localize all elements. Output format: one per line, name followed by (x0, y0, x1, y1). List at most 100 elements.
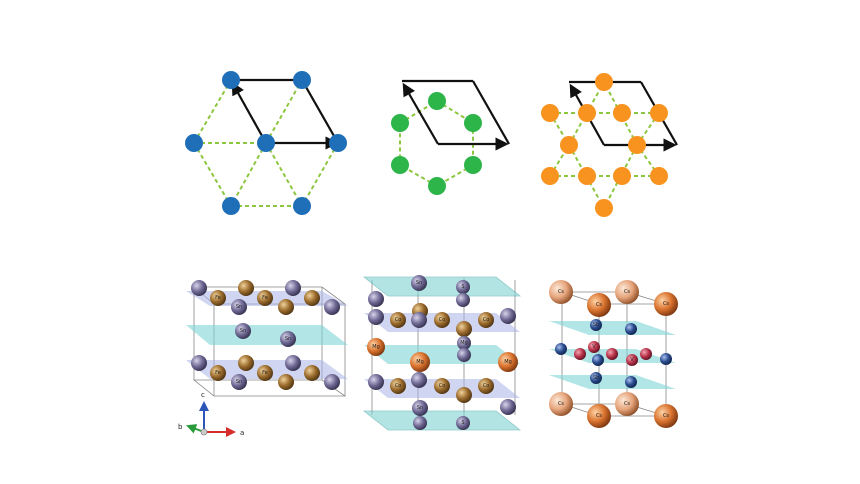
sb-atom (660, 353, 672, 365)
co-atom (390, 378, 406, 394)
co-atom (456, 321, 472, 337)
v-atom (555, 343, 567, 355)
sn-atom (411, 312, 427, 328)
fe-atom (278, 299, 294, 315)
atom-label: Fe (262, 295, 268, 301)
atom-label: Cs (558, 289, 564, 295)
fe-atom (238, 280, 254, 296)
sn-atom (411, 372, 427, 388)
fe-atom (210, 290, 226, 306)
lattice-site (578, 104, 596, 122)
kagome-atoms (541, 73, 668, 217)
v-atom (574, 348, 586, 360)
atom-label: Sb (593, 375, 599, 381)
triangular-atoms (185, 71, 347, 215)
cs-atom (587, 293, 611, 317)
atom-label: Co (395, 317, 402, 323)
cs-atom (615, 280, 639, 304)
cs-atom (654, 404, 678, 428)
atom-label: Cs (624, 401, 630, 407)
lattice-site (222, 197, 240, 215)
co-atom (478, 378, 494, 394)
atom-label: Sb (593, 322, 599, 328)
mg-atom (498, 352, 518, 372)
lattice-site (613, 104, 631, 122)
atom-label: Fe (262, 370, 268, 376)
mg-atom (367, 338, 385, 356)
lattice-site (391, 156, 409, 174)
mg-atom (410, 352, 430, 372)
sn-atom (191, 355, 207, 371)
lattice-site (464, 156, 482, 174)
atom-label: Cs (663, 301, 669, 307)
atom-label: Co (395, 383, 402, 389)
lattice-site (613, 167, 631, 185)
lattice-site (428, 92, 446, 110)
sn-atom (500, 308, 516, 324)
atom-label: Cs (558, 401, 564, 407)
sn-atom (457, 348, 471, 362)
kagome-lattice-panel (541, 73, 678, 217)
csv3sb5-crystal-structure: Cs Cs Cs Cs Cs Cs Cs Cs V V Sb Sb (549, 280, 678, 428)
sn-atom (285, 355, 301, 371)
lattice-site (650, 104, 668, 122)
lattice-site (329, 134, 347, 152)
lattice-site (541, 104, 559, 122)
lattice-vector-b (231, 81, 267, 144)
sn-atom (368, 309, 384, 325)
csv-atoms: Cs Cs Cs Cs Cs Cs Cs Cs V V Sb Sb (549, 280, 678, 428)
sb-atom (590, 372, 602, 384)
sb-atom (590, 319, 602, 331)
sn-atom (285, 280, 301, 296)
mid-atoms: Mg Mg Mg Mg Co Co Co Co Co Co Sn Sn S S (367, 275, 518, 430)
v-atom (588, 341, 600, 353)
mid-planes (362, 276, 522, 431)
fe-atom (278, 374, 294, 390)
sn-atom (324, 299, 340, 315)
sn-atom (368, 291, 384, 307)
axis-a-label: a (240, 429, 244, 437)
fe-atom (257, 290, 273, 306)
lattice-site (595, 199, 613, 217)
fe-atom (304, 290, 320, 306)
co-atom (434, 378, 450, 394)
cs-atom (615, 392, 639, 416)
honeycomb-lattice-panel (391, 79, 510, 195)
fe-atom (257, 365, 273, 381)
sn-atom (231, 299, 247, 315)
fe-atom (210, 365, 226, 381)
v-atom (606, 348, 618, 360)
sn-atom (500, 399, 516, 415)
atom-label: Cs (596, 302, 602, 308)
sn-atom (324, 374, 340, 390)
sn-atom (280, 331, 296, 347)
atom-label: V (630, 357, 634, 363)
lattice-site (578, 167, 596, 185)
sn-atom (231, 374, 247, 390)
sn-atom (456, 293, 470, 307)
fesn-lower-layer: Fe Fe Sn (191, 355, 340, 390)
cs-atom (654, 292, 678, 316)
fe-atom (304, 365, 320, 381)
atom-label: V (592, 344, 596, 350)
lattice-site (464, 114, 482, 132)
lattice-site (257, 134, 275, 152)
lattice-site (595, 73, 613, 91)
axis-b-label: b (178, 423, 183, 431)
v-atom (640, 348, 652, 360)
cs-atom (587, 404, 611, 428)
atom-label: Mg (372, 344, 380, 350)
axes-triad: c a b (178, 391, 244, 437)
atom-label: Mg (504, 359, 512, 365)
co-atom (456, 387, 472, 403)
layered-crystal-structure: Mg Mg Mg Mg Co Co Co Co Co Co Sn Sn S S (362, 275, 522, 431)
lattice-site (560, 136, 578, 154)
sn-atom (456, 416, 470, 430)
fe-atom (238, 355, 254, 371)
cs-atom (549, 280, 573, 304)
atom-label: S (461, 420, 464, 426)
co-atom (390, 312, 406, 328)
sn-atom (235, 323, 251, 339)
lattice-site (222, 71, 240, 89)
